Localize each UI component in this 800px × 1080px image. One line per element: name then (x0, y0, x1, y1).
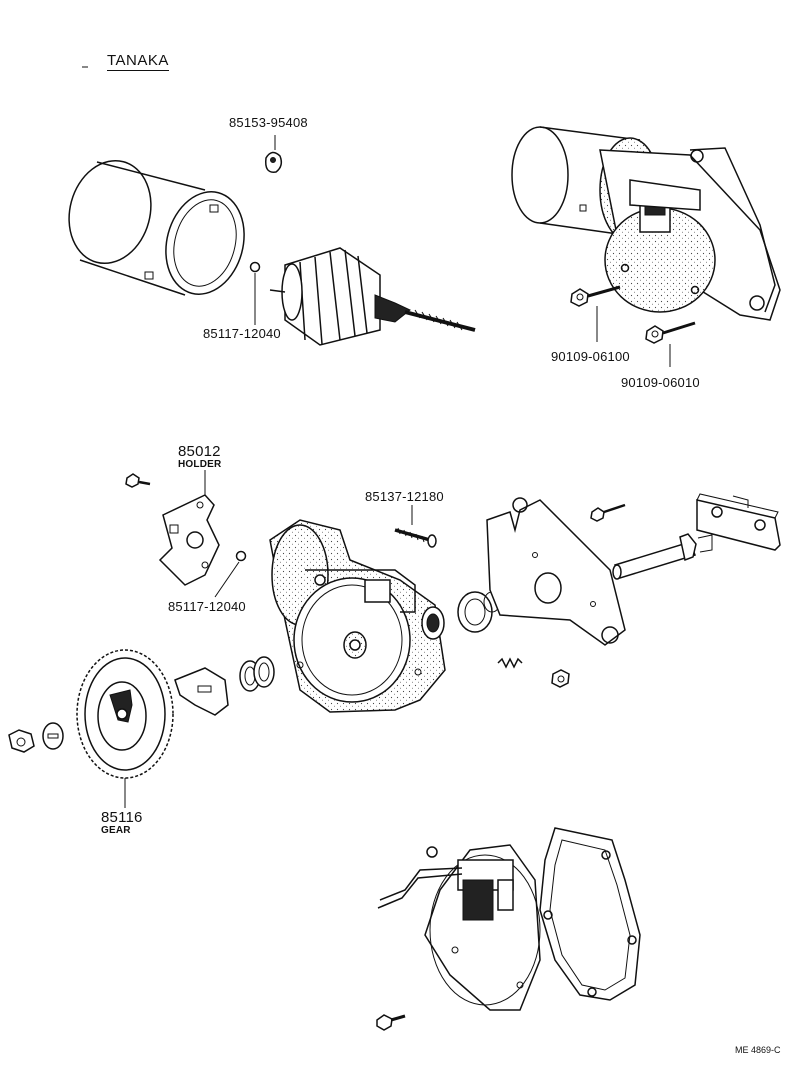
bolt-small-right (590, 503, 626, 522)
label-gear: GEAR (101, 825, 131, 836)
label-85116: 85116 (101, 809, 143, 826)
clip-85153-95408 (264, 151, 283, 173)
cover-plate-assembly (377, 844, 541, 1011)
label-85012: 85012 (178, 443, 221, 460)
gasket (539, 827, 641, 1001)
label-85117-12040-lower: 85117-12040 (168, 599, 246, 614)
mounting-bracket (486, 497, 626, 646)
leader-line (214, 561, 240, 598)
ball-85117-12040-lower (235, 550, 247, 562)
drawing-code: ME 4869-C (735, 1045, 781, 1055)
label-85153-95408: 85153-95408 (229, 115, 308, 130)
lock-plate (174, 667, 229, 716)
bolt-90109-06100 (570, 285, 621, 307)
screw-bottom (376, 1014, 406, 1031)
nut-hole (557, 675, 565, 683)
washer-pair (239, 656, 275, 692)
label-85137-12180: 85137-12180 (365, 489, 444, 504)
bearing-pair (421, 591, 501, 640)
holder-85012 (158, 494, 220, 586)
pivot-shaft (612, 533, 713, 580)
ball-85117-12040 (249, 261, 261, 273)
gear-housing (269, 519, 446, 713)
washer-left (42, 722, 64, 750)
nut-left-hole (16, 737, 26, 747)
screw-85137-12180 (394, 527, 437, 548)
label-85117-12040-upper: 85117-12040 (203, 326, 281, 341)
bolt-90109-06010 (645, 321, 696, 344)
nut-left (8, 729, 35, 753)
screw-small (125, 473, 151, 488)
link-plate (696, 493, 781, 551)
motor-yoke-housing (68, 159, 245, 296)
label-90109-06010: 90109-06010 (621, 375, 700, 390)
nut-right (551, 669, 570, 688)
washer-slot (47, 733, 59, 739)
spring (497, 657, 523, 669)
page-title: TANAKA (107, 52, 169, 71)
armature (269, 247, 476, 346)
motor-assembly (511, 126, 781, 321)
gear-85116 (76, 649, 174, 779)
label-90109-06100: 90109-06100 (551, 349, 630, 364)
label-holder: HOLDER (178, 459, 222, 470)
